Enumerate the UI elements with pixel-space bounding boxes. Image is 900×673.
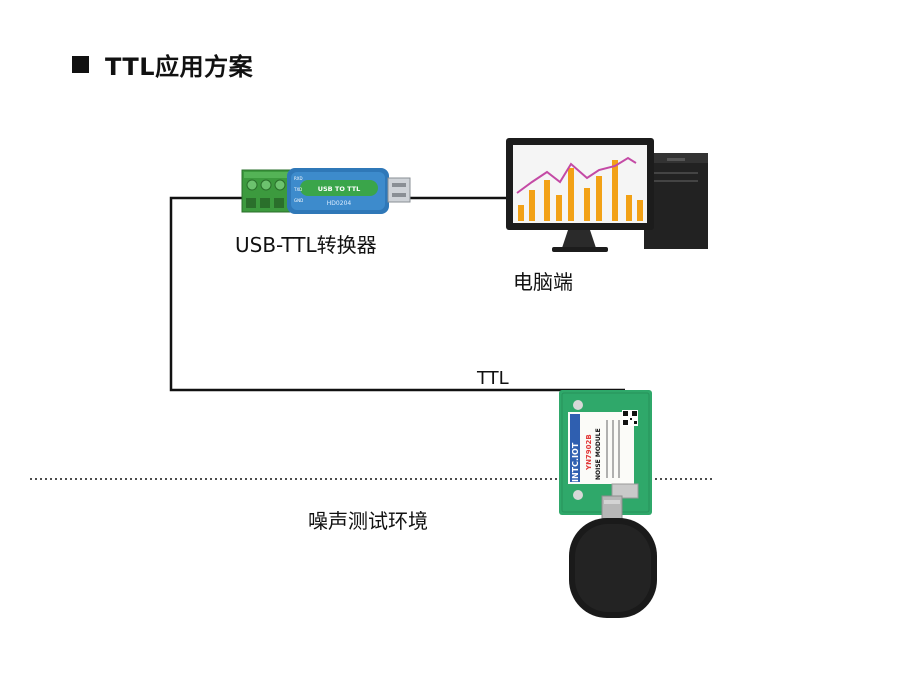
pin-label-1: RXD [294,176,303,181]
converter-label: USB-TTL转换器 [235,233,377,257]
computer-label: 电脑端 [513,270,573,294]
monitor-screen [513,145,647,223]
noise-sensor-module: INTC.IOT YN7902B NOISE MODULE [559,390,657,618]
page-title: TTL应用方案 [72,47,253,82]
converter-to-sensor-line [169,196,625,392]
sensor-name: NOISE MODULE [595,428,602,480]
sensor-brand: INTC.IOT [571,442,580,482]
title-text: TTL应用方案 [105,53,254,81]
environment-label: 噪声测试环境 [308,509,428,533]
monitor-stand [562,230,596,248]
pin-label-3: GND [294,198,303,203]
qr-code-icon [622,410,638,426]
screen-trend-line [516,156,637,194]
screen-bar-chart [516,156,643,221]
usb-plug [387,177,411,203]
pin-label-2: TXD [293,187,302,192]
converter-bottom-text: HD0204 [327,200,352,207]
pc-tower [644,153,708,249]
converter-top-text: USB TO TTL [318,185,361,193]
ttl-label: TTL [477,368,509,389]
usb-ttl-converter: USB TO TTL HD0204 RXD TXD GND [241,168,411,214]
title-square-icon [72,56,89,73]
computer [506,138,708,252]
sensor-model: YN7902B [585,434,593,471]
connection-lines [169,196,625,392]
